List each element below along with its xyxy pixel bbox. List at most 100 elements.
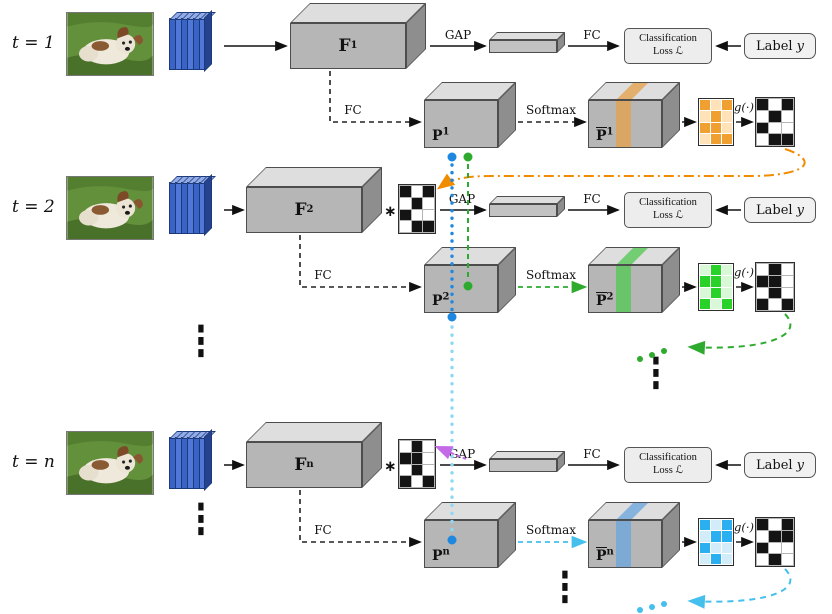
grid-cell [400, 476, 411, 487]
grid-cell [711, 111, 721, 122]
grid-cell [400, 452, 411, 464]
dog-illustration [67, 432, 153, 494]
feedback-arrow-green-t2 [687, 313, 792, 355]
cnn-backbone-tn [169, 437, 206, 489]
attention-grid-tn [698, 518, 734, 566]
feedback-dot-cyan [649, 604, 655, 610]
grid-cell [700, 553, 710, 564]
box-front-face [489, 40, 557, 53]
grid-cell [781, 110, 793, 122]
grid-cell [769, 542, 781, 554]
grid-cell [711, 265, 721, 276]
grid-cell [769, 122, 781, 134]
box-top-face [246, 422, 382, 442]
time-step-label-tn: t = n [12, 452, 55, 472]
box-front-face: P2 [424, 265, 498, 313]
grid-cell [423, 476, 434, 487]
grid-cell [711, 531, 721, 542]
prob-box-p2: P2 [424, 247, 516, 313]
pbar1-label: P1 [596, 126, 614, 144]
gap-vector-t1 [489, 32, 565, 53]
grid-cell [411, 186, 423, 197]
grid-cell [700, 287, 710, 298]
dog-illustration [67, 13, 153, 75]
feedback-arrow-cyan-tn [687, 568, 792, 609]
grid-cell [411, 476, 423, 487]
label-text: Label [756, 202, 793, 218]
box-top-face [246, 167, 382, 187]
grid-cell [769, 299, 781, 310]
grid-cell [757, 519, 769, 530]
grid-cell [757, 275, 769, 287]
grid-cell [769, 275, 781, 287]
grid-cell [711, 287, 721, 298]
grid-cell [769, 519, 781, 530]
mask-grid-tn [755, 517, 795, 567]
label-var: y [796, 202, 804, 218]
box-top-face [489, 196, 565, 204]
softmax-label-t1: Softmax [525, 103, 576, 117]
pbar2-label: P2 [596, 291, 614, 309]
grid-cell [411, 464, 423, 476]
grid-cell [411, 197, 423, 209]
box-front-face: P2 [588, 265, 662, 313]
prob-box-pn: Pn [424, 502, 516, 568]
grid-cell [769, 134, 781, 145]
box-front-face [489, 459, 557, 472]
green-node-p1 [463, 152, 473, 162]
grid-cell [722, 111, 732, 122]
grid-cell [400, 186, 411, 197]
label-text: Label [756, 457, 793, 473]
grid-cell [700, 298, 710, 309]
loss-line1: Classification [639, 452, 697, 464]
time-step-label-t1: t = 1 [12, 33, 55, 53]
time-step-label-t2: t = 2 [12, 197, 55, 217]
cnn-backbone-t1 [169, 18, 206, 70]
grid-cell [711, 133, 721, 144]
grid-cell [781, 99, 793, 110]
grid-cell [722, 542, 732, 553]
g-label-t2: g(·) [734, 265, 754, 279]
grid-cell [400, 221, 411, 232]
grid-cell [722, 531, 732, 542]
feedback-dot-cyan [637, 607, 643, 613]
fc-label-p1: FC [344, 103, 362, 117]
loss-line2: Loss ℒ [652, 46, 684, 57]
grid-cell [722, 520, 732, 531]
box-front-face: P1 [424, 100, 498, 148]
attention-grid-t1 [698, 98, 734, 146]
grid-cell [423, 452, 434, 464]
grid-cell [423, 464, 434, 476]
grid-cell [722, 553, 732, 564]
vertical-ellipsis-right-mid: ⋮ [641, 349, 671, 399]
attention-grid-t2 [698, 263, 734, 311]
grid-cell [722, 122, 732, 133]
fc-label-tn: FC [583, 447, 601, 461]
grid-cell [700, 122, 710, 133]
grid-cell [700, 542, 710, 553]
elementwise-multiply-tn: ∗ [384, 457, 397, 475]
grid-cell [400, 464, 411, 476]
g-label-t1: g(·) [734, 100, 754, 114]
conv-slab [199, 437, 206, 489]
grid-cell [423, 186, 434, 197]
cnn-backbone-t2 [169, 182, 206, 234]
avg-prob-box-pbarn: Pn [588, 502, 680, 568]
fc-label-p2: FC [314, 268, 332, 282]
grid-cell [769, 99, 781, 110]
gap-vector-tn [489, 451, 565, 472]
class-slice [616, 101, 632, 147]
mask-grid-t2 [755, 262, 795, 312]
blue-node-p1 [447, 152, 457, 162]
box-front-face: Pn [424, 520, 498, 568]
p1-label: P1 [432, 126, 450, 144]
grid-cell [769, 110, 781, 122]
grid-cell [781, 554, 793, 565]
gap-label-t2: GAP [448, 192, 476, 206]
